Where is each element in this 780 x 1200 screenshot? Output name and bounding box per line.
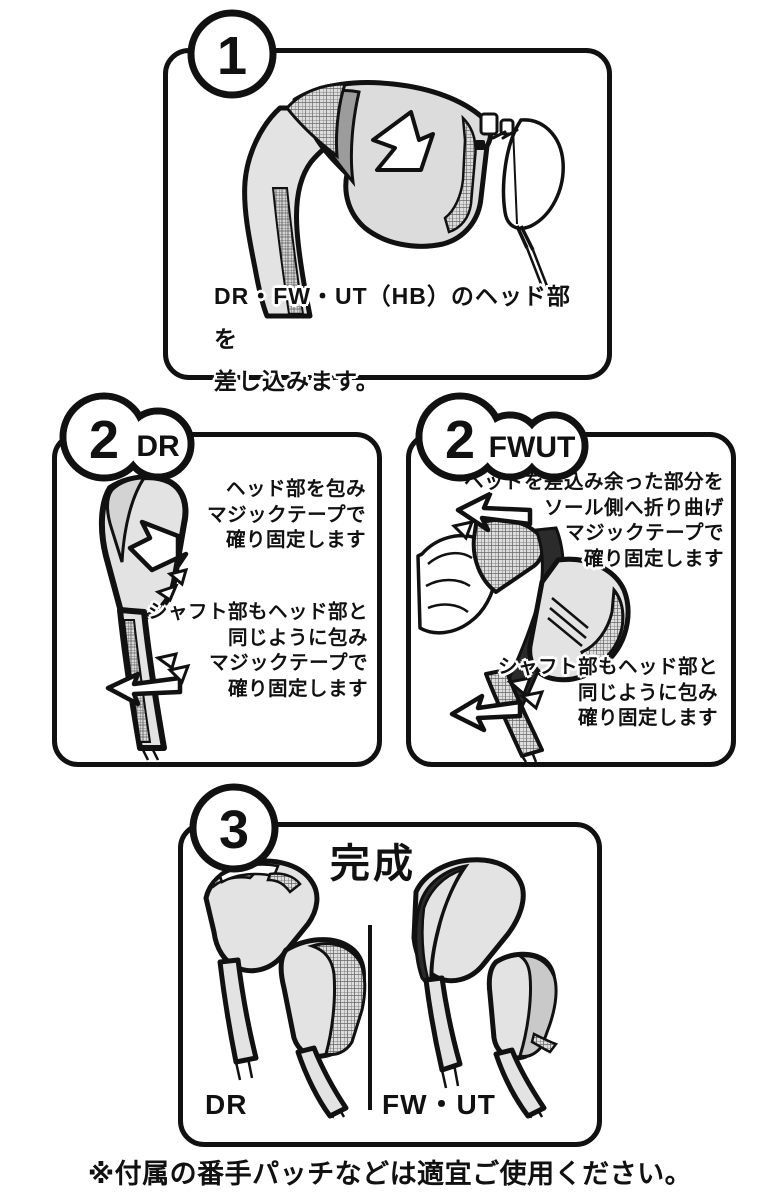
- illustration-wrap-fairway: [416, 486, 638, 763]
- panel-3-label-dr: DR: [205, 1089, 248, 1120]
- badge-step-3: 3: [188, 782, 280, 874]
- panel-3-label-fwut: FW・UT: [382, 1089, 496, 1120]
- footer-note: ※付属の番手パッチなどは適宜ご使用ください。: [87, 1159, 693, 1189]
- panel-2dr-text-top: ヘッド部を包み マジックテープで 確り固定します: [207, 478, 366, 552]
- illustration-completed-covers: [190, 852, 590, 1119]
- panel-3-divider: [368, 925, 372, 1110]
- badge-2fwut-number: 2: [445, 410, 475, 470]
- panel-1-caption: DR・FW・UT（HB）のヘッド部を 差し込みます。: [214, 283, 571, 395]
- badge-step-2-dr: 2 DR: [58, 392, 202, 484]
- badge-step-2-fwut: 2 FWUT: [414, 392, 598, 484]
- badge-3-number: 3: [219, 800, 249, 860]
- badge-2dr-number: 2: [89, 410, 119, 470]
- panel-2dr-text-bottom: シャフト部もヘッド部と 同じように包み マジックテープで 確り固定します: [147, 601, 368, 701]
- panel-2fwut-text-top: ヘッドを差込み余った部分を ソール側へ折り曲げ マジックテープで 確り固定します: [463, 471, 724, 571]
- illustration-insert-club: [225, 78, 565, 319]
- panel-3-title: 完成: [330, 842, 416, 886]
- badge-2fwut-suffix: FWUT: [489, 431, 576, 464]
- badge-2dr-suffix: DR: [136, 430, 180, 463]
- badge-1-number: 1: [217, 26, 247, 86]
- panel-2fwut-text-bottom: シャフト部もヘッド部と 同じように包み 確り固定します: [497, 656, 718, 730]
- badge-step-1: 1: [186, 8, 278, 100]
